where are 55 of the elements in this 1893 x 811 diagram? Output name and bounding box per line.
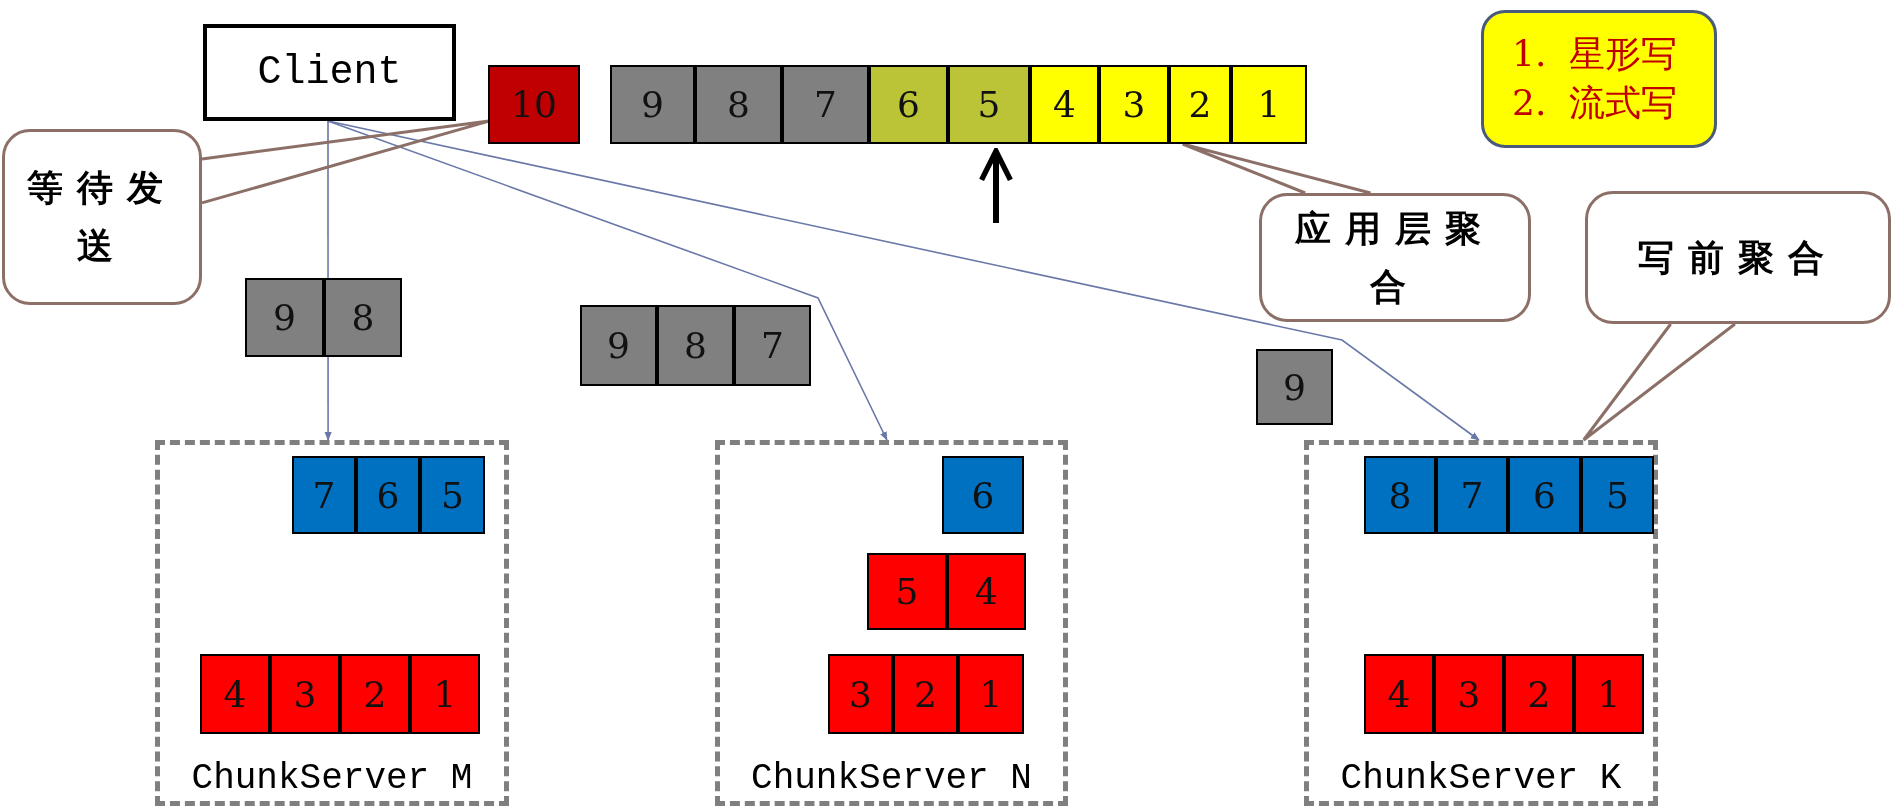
- data-block: 7: [1436, 456, 1508, 534]
- data-block: 5: [1581, 456, 1654, 534]
- data-block: 4: [947, 553, 1026, 630]
- data-block: 6: [356, 456, 420, 534]
- data-block: 5: [948, 65, 1030, 144]
- data-block: 2: [340, 654, 410, 734]
- list-item: 2. 流式写: [1512, 81, 1678, 125]
- data-block: 8: [695, 65, 782, 144]
- data-block: 1: [1574, 654, 1644, 734]
- data-block: 5: [420, 456, 485, 534]
- data-block: 6: [1508, 456, 1581, 534]
- data-block: 4: [200, 654, 270, 734]
- server-label: ChunkServer K: [1339, 758, 1623, 799]
- server-label: ChunkServer M: [190, 758, 474, 799]
- data-block: 9: [610, 65, 695, 144]
- data-block: 1: [410, 654, 480, 734]
- data-block: 7: [734, 305, 811, 386]
- arrow: [327, 120, 888, 441]
- data-block: 3: [828, 654, 893, 734]
- callout-pointer: [1582, 322, 1737, 442]
- data-block: 4: [1364, 654, 1434, 734]
- data-block: 8: [1364, 456, 1436, 534]
- data-block: 1: [958, 654, 1024, 734]
- data-block: 1: [1231, 65, 1307, 144]
- data-block: 2: [893, 654, 958, 734]
- data-block: 2: [1504, 654, 1574, 734]
- speech-bubble: 写前聚合: [1585, 191, 1891, 324]
- data-block: 3: [1434, 654, 1504, 734]
- server-label: ChunkServer N: [750, 758, 1033, 799]
- data-block: 7: [292, 456, 356, 534]
- client-box: Client: [203, 24, 456, 121]
- arrow: [327, 120, 1480, 441]
- data-block: 4: [1030, 65, 1099, 144]
- data-block: 8: [657, 305, 734, 386]
- speech-bubble: 应用层聚合: [1259, 193, 1531, 322]
- data-block: 10: [488, 65, 580, 144]
- list-item: 1. 星形写: [1512, 32, 1678, 76]
- data-block: 6: [942, 456, 1024, 534]
- data-block: 2: [1169, 65, 1231, 144]
- data-block: 3: [1099, 65, 1169, 144]
- pointer-arrow: [978, 148, 1014, 223]
- data-block: 8: [324, 278, 402, 357]
- data-block: 3: [270, 654, 340, 734]
- data-block: 9: [1256, 349, 1333, 425]
- note-box: [1481, 10, 1717, 148]
- data-block: 9: [580, 305, 657, 386]
- server-box: [715, 440, 1068, 806]
- data-block: 9: [245, 278, 324, 357]
- data-block: 5: [867, 553, 947, 630]
- server-box: [1304, 440, 1658, 806]
- data-block: 7: [782, 65, 869, 144]
- server-box: [155, 440, 509, 806]
- callout-pointer: [1181, 142, 1372, 195]
- data-block: 6: [869, 65, 948, 144]
- speech-bubble: 等待发送: [2, 129, 202, 305]
